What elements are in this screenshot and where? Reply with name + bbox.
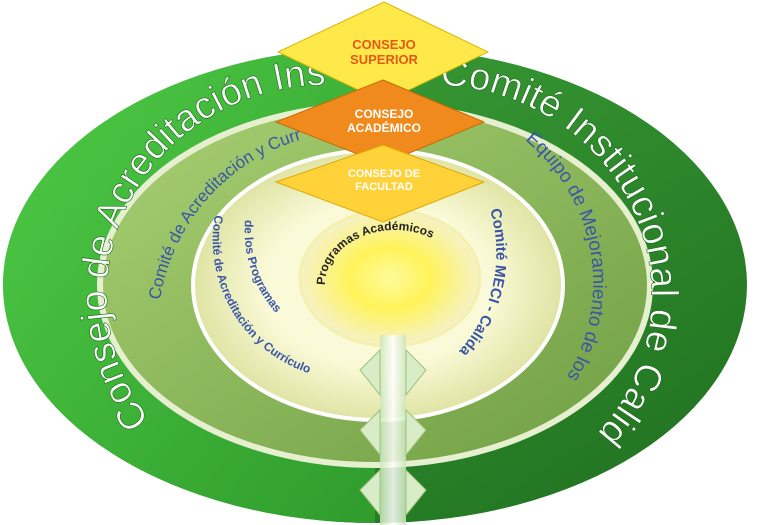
middle-diamond-label: CONSEJO ACADÉMICO bbox=[334, 107, 434, 136]
lower-diamond-line2: FACULTAD bbox=[355, 180, 413, 193]
top-diamond-line2: SUPERIOR bbox=[350, 51, 418, 67]
lower-diamond-label: CONSEJO DE FACULTAD bbox=[334, 168, 434, 193]
lower-diamond bbox=[274, 144, 486, 223]
vertical-arrow bbox=[359, 335, 427, 525]
top-diamond-line1: CONSEJO bbox=[352, 37, 416, 52]
top-diamond-label: CONSEJO SUPERIOR bbox=[334, 37, 434, 68]
lower-diamond-line1: CONSEJO DE bbox=[347, 168, 421, 180]
middle-diamond-line2: ACADÉMICO bbox=[347, 120, 421, 135]
middle-diamond-line1: CONSEJO bbox=[354, 107, 414, 121]
